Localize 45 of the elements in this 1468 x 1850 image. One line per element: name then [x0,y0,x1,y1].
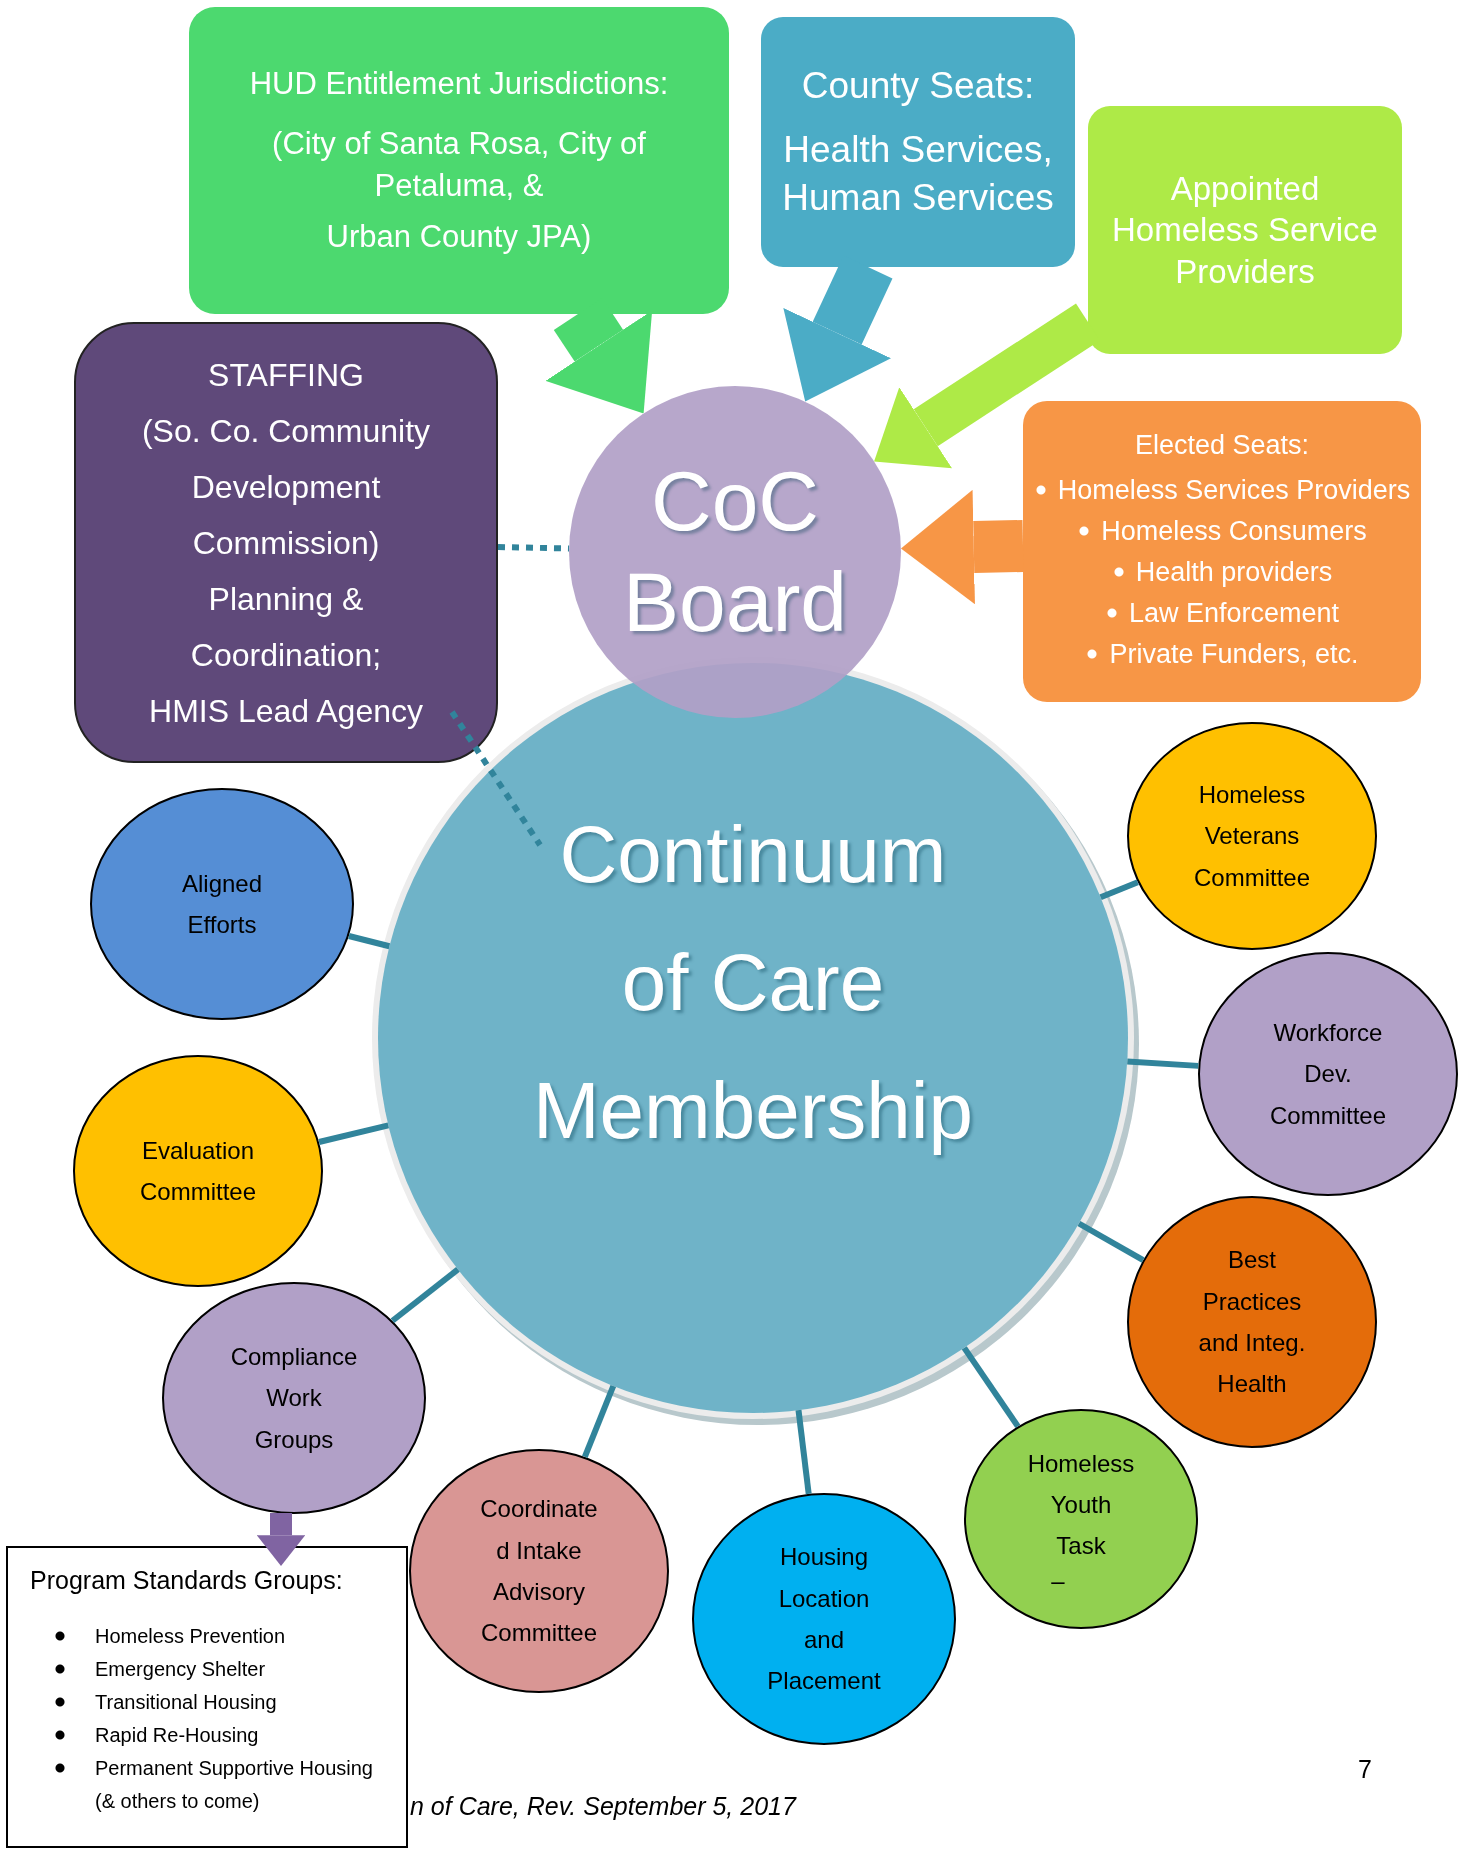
box-heading: HUD Entitlement Jurisdictions: [249,64,669,103]
connector-line [318,1122,390,1145]
block-arrow [900,489,1024,605]
committee-name: Coordinate d Intake Advisory Committee [479,1494,599,1649]
box-text: Urban County JPA) [326,218,592,257]
box-text: CoC Board [621,453,849,651]
box-text: Health Services, Human Services [781,127,1055,221]
committee-name: Evaluation Committee [139,1135,257,1207]
connector-line [348,933,391,950]
connector-line [961,1346,1021,1429]
callout-box [189,7,729,314]
list-box [6,1546,408,1848]
connector-line [390,1267,460,1324]
box-heading: STAFFING [208,355,364,395]
connector-line [1077,1220,1145,1263]
box-heading: Program Standards Groups: [29,1565,344,1596]
callout-box [761,17,1075,267]
connector-line [582,1384,617,1458]
footer-text: n of Care, Rev. September 5, 2017 [410,1792,796,1821]
callout-box [1023,401,1421,702]
dotted-line [449,710,543,847]
committee-name: Workforce Dev. Committee [1269,1018,1387,1131]
committee-name: Compliance Work Groups [229,1342,359,1455]
connector-line [795,1409,812,1495]
staffing-box [74,322,498,763]
connector-line [1127,1058,1199,1069]
committee-name: Homeless Veterans Committee [1193,780,1311,893]
box-text: Planning & Coordination; [189,579,383,675]
page-number: 7 [1358,1755,1372,1784]
box-text: (So. Co. Community Development Commission) [140,411,432,563]
callout-box [1088,106,1402,354]
committee-name: – [1051,1566,1065,1596]
box-heading: County Seats: [801,63,1035,108]
block-arrow [256,1513,306,1566]
box-text: HMIS Lead Agency [149,691,423,731]
box-heading: Elected Seats: [1134,429,1310,463]
dotted-line [497,544,570,552]
box-text: Appointed Homeless Service Providers [1111,169,1379,292]
box-text: Continuum of Care Membership [531,809,975,1157]
committee-name: Housing Location and Placement [766,1542,882,1697]
committee-name: Aligned Efforts [180,868,264,940]
box-text: (City of Santa Rosa, City of Petaluma, & [271,124,647,205]
committee-name: Best Practices and Integ. Health [1197,1245,1307,1400]
box-heading: Homeless Youth Task [1026,1448,1136,1562]
connector-line [1099,879,1139,901]
